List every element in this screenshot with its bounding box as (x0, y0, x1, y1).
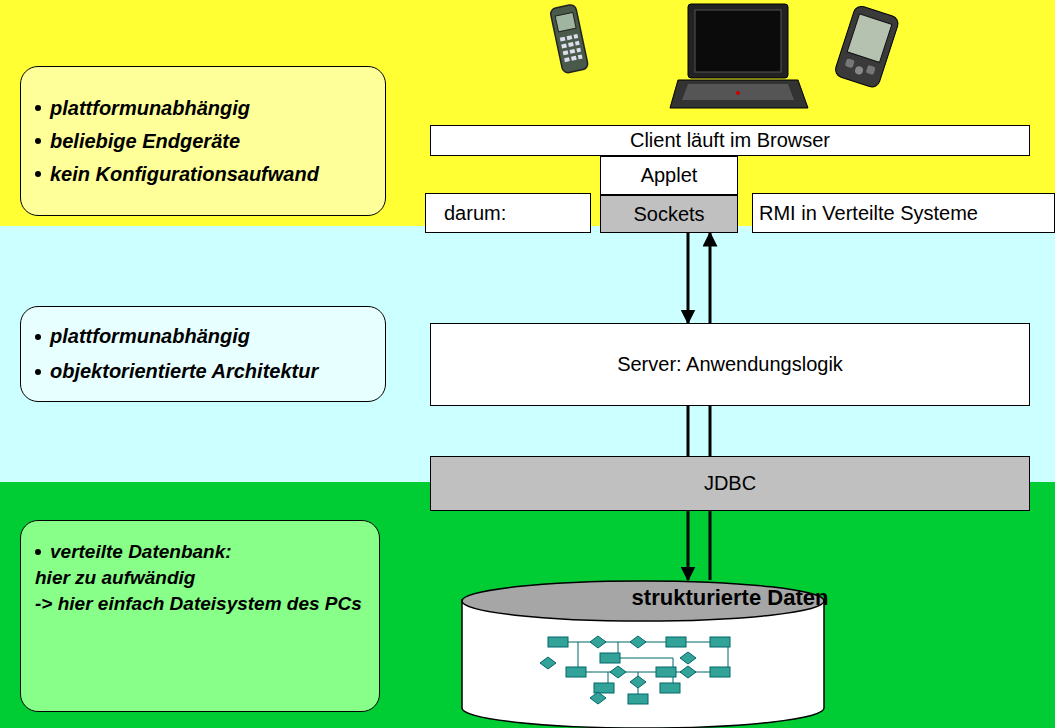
node-text: plattformunabhängig (50, 97, 250, 119)
flow-diamond (540, 657, 556, 669)
connector (709, 233, 712, 323)
note-box: RMI in Verteilte Systeme (752, 193, 1055, 233)
feature-note: verteilte Datenbank: hier zu aufwändig -> … (20, 520, 380, 712)
text-line: JDBC (704, 472, 756, 495)
node-text: plattformunabhängig (50, 325, 250, 347)
flow-rect (566, 667, 586, 677)
connector (687, 511, 690, 580)
flow-rect (710, 637, 730, 647)
flow-line (618, 658, 673, 659)
node-text: RMI in Verteilte Systeme (759, 202, 978, 224)
server-box: Server: Anwendungslogik (430, 323, 1030, 406)
flow-rect (600, 653, 620, 663)
text-line: plattformunabhängig (35, 97, 250, 120)
text-line: Applet (641, 164, 698, 187)
flow-rect (548, 637, 568, 647)
applet-box: Applet (600, 156, 738, 195)
connector (709, 511, 712, 580)
bullet-dot (35, 334, 41, 340)
text-line: Server: Anwendungslogik (617, 353, 843, 376)
flow-rect (710, 667, 730, 677)
node-text: Server: Anwendungslogik (617, 353, 843, 375)
bullet-dot (35, 138, 41, 144)
connector (687, 406, 690, 456)
text-line: RMI in Verteilte Systeme (759, 202, 978, 225)
text-line: plattformunabhängig (35, 325, 250, 348)
jdbc-box: JDBC (430, 456, 1030, 511)
node-text: -> hier einfach Dateisystem des PCs (35, 593, 362, 614)
node-text: Client läuft im Browser (630, 129, 830, 151)
flow-rect (656, 667, 676, 677)
flow-rect (628, 694, 648, 704)
flowchart-illustration (540, 636, 730, 704)
flow-diamond (630, 636, 646, 648)
text-line: hier zu aufwändig (35, 567, 195, 589)
feature-note: plattformunabhängig beliebige Endgeräte ke… (20, 66, 386, 216)
text-line: strukturierte Daten (632, 585, 829, 611)
flow-diamond (630, 676, 646, 688)
node-text: darum: (444, 202, 506, 224)
mobile-phone (550, 4, 589, 74)
text-line: darum: (444, 202, 506, 225)
feature-note: plattformunabhängig objektorientierte Arc… (20, 306, 386, 402)
connector (687, 233, 690, 323)
database-cylinder: strukturierte Daten (460, 580, 1000, 722)
flow-rect (660, 683, 680, 693)
text-line: -> hier einfach Dateisystem des PCs (35, 593, 362, 615)
text-line: Sockets (633, 203, 704, 226)
text-line: beliebige Endgeräte (35, 130, 240, 153)
text-line: objektorientierte Architektur (35, 360, 318, 383)
node-text: Sockets (633, 203, 704, 225)
bullet-dot (35, 171, 41, 177)
node-text: beliebige Endgeräte (50, 130, 240, 152)
bullet-dot (35, 369, 41, 375)
note-box: darum: (425, 193, 591, 233)
node-text: verteilte Datenbank: (50, 541, 232, 562)
node-text: objektorientierte Architektur (50, 360, 318, 382)
text-line: Client läuft im Browser (630, 129, 830, 152)
node-text: JDBC (704, 472, 756, 494)
flow-diamond (610, 666, 626, 678)
sockets-box: Sockets (600, 195, 738, 233)
bullet-dot (35, 549, 41, 555)
laptop (670, 4, 808, 108)
flow-rect (666, 637, 686, 647)
text-line: verteilte Datenbank: (35, 541, 232, 563)
node-text: kein Konfigurationsaufwand (50, 163, 319, 185)
pda (833, 4, 900, 89)
flow-diamond (680, 666, 696, 678)
bullet-dot (35, 105, 41, 111)
flow-rect (594, 683, 614, 693)
connector (709, 406, 712, 456)
client-box: Client läuft im Browser (430, 125, 1030, 156)
node-text: hier zu aufwändig (35, 567, 195, 588)
node-text: strukturierte Daten (632, 585, 829, 610)
node-text: Applet (641, 164, 698, 186)
flow-diamond (590, 636, 606, 648)
flow-diamond (590, 692, 606, 704)
flow-diamond (680, 652, 696, 664)
text-line: kein Konfigurationsaufwand (35, 163, 319, 186)
